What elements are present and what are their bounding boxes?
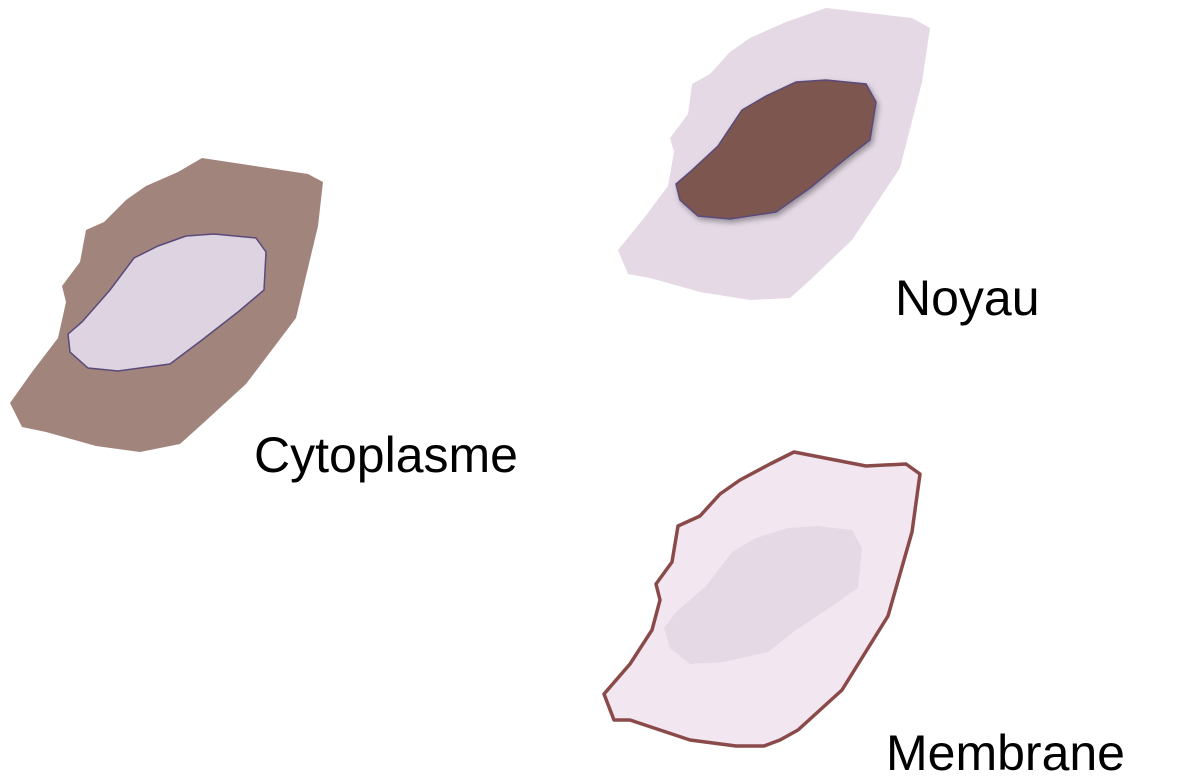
cell-nucleus-highlight <box>618 8 930 300</box>
cell-membrane-highlight <box>604 452 920 746</box>
cell-cytoplasm-highlight <box>10 158 323 452</box>
label-membrane: Membrane <box>886 728 1125 778</box>
label-noyau: Noyau <box>895 273 1040 323</box>
label-cytoplasme: Cytoplasme <box>254 430 518 480</box>
